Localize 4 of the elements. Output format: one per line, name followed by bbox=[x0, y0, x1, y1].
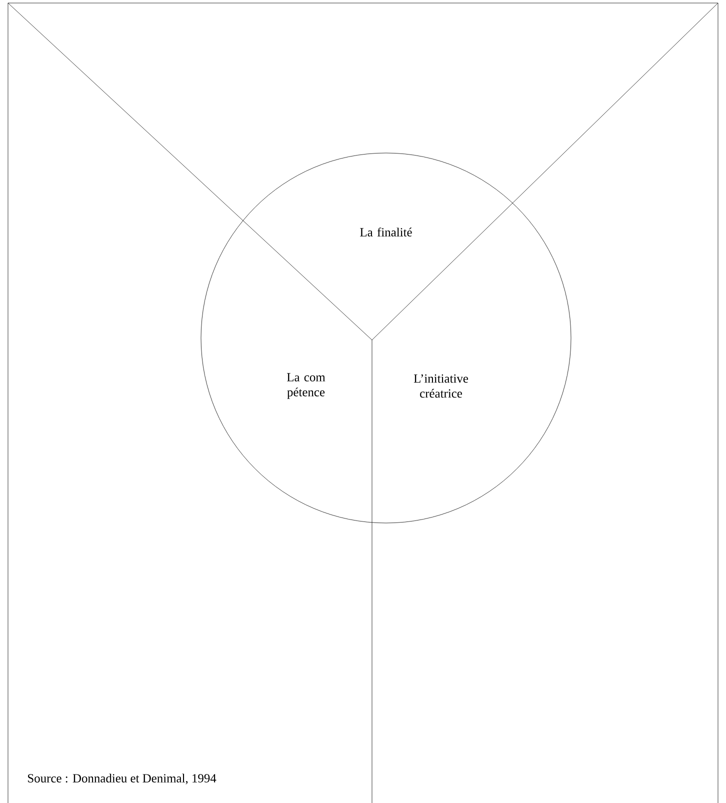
sector-label: La finalité bbox=[360, 228, 412, 236]
source-caption: Source : Donnadieu et Denimal, 1994 bbox=[26, 772, 218, 786]
sector-label: L’initiative créatrice bbox=[414, 374, 468, 398]
sector-label: La com pétence bbox=[287, 373, 326, 399]
